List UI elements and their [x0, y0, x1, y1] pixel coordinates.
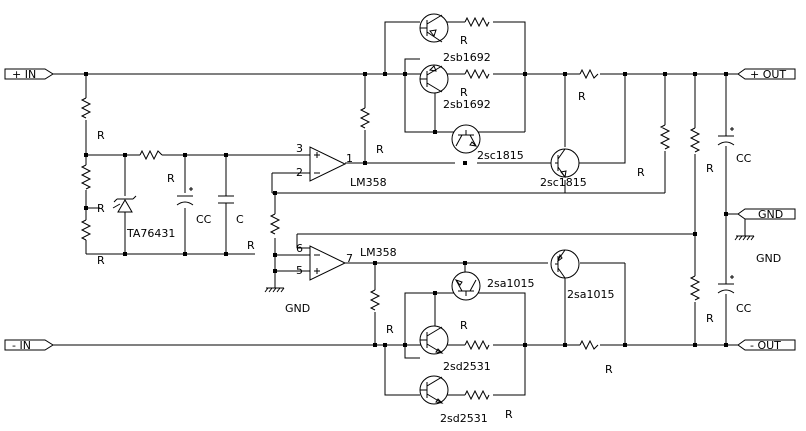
label-r-q2: R	[460, 86, 468, 99]
resistor-r-q4	[464, 389, 490, 401]
resistors	[80, 16, 701, 401]
label-r-q4: R	[505, 408, 513, 421]
label-r-fb2: R	[637, 166, 645, 179]
terminal-out-neg: - OUT	[737, 339, 796, 352]
label-cc-right-top: CC	[736, 152, 752, 165]
transistor-2sa1015-small	[451, 271, 481, 301]
capacitor-cc-left	[176, 187, 194, 206]
label-r1: R	[97, 129, 105, 142]
label-r3: R	[97, 254, 105, 267]
label-pin-3: 3	[296, 142, 303, 155]
label-2sd2531-bottom: 2sd2531	[440, 412, 488, 425]
terminal-out-neg-label: - OUT	[750, 339, 781, 352]
terminal-in-neg: - IN	[4, 339, 54, 352]
label-pin-6: 6	[296, 242, 303, 255]
label-r-out-pos: R	[578, 90, 586, 103]
resistor-r2	[80, 164, 92, 190]
transistor-2sb1692-top	[419, 13, 449, 43]
resistor-r3	[80, 219, 92, 241]
resistor-r-out-neg	[579, 339, 599, 351]
capacitor-cc-right-bottom	[717, 275, 735, 294]
resistor-r-fb1	[269, 213, 281, 235]
transistor-2sd2531-mid	[419, 325, 449, 355]
labels: R R R R R R R R R R R R R R R R CC C CC …	[97, 34, 781, 425]
label-r2: R	[97, 202, 105, 215]
resistor-r-q3	[464, 339, 490, 351]
resistor-r-low	[369, 289, 381, 311]
label-2sd2531-mid: 2sd2531	[443, 360, 491, 373]
opamp-lower	[309, 245, 347, 281]
terminal-in-pos-label: + IN	[12, 68, 36, 81]
label-pin-5: 5	[296, 264, 303, 277]
label-r-up: R	[376, 143, 384, 156]
label-c: C	[236, 213, 244, 226]
transistor-2sa1015-large	[550, 249, 580, 279]
label-r-fb1: R	[247, 239, 255, 252]
resistor-r-right-up	[689, 127, 701, 153]
junctions	[84, 72, 728, 347]
label-pin-2: 2	[296, 166, 303, 179]
ground-symbol-right	[734, 235, 755, 241]
terminal-gnd-label: GND	[758, 208, 783, 221]
resistor-r-up	[359, 107, 371, 129]
label-r-q3: R	[460, 319, 468, 332]
opamp-upper	[309, 146, 347, 182]
label-2sb1692-mid: 2sb1692	[443, 98, 491, 111]
terminal-out-pos-label: + OUT	[750, 68, 786, 81]
label-opamp-lower: LM358	[360, 246, 397, 259]
capacitor-cc-right-top	[717, 127, 735, 146]
resistor-r-fb2	[659, 124, 671, 150]
label-cc-right-bottom: CC	[736, 302, 752, 315]
terminal-in-neg-label: - IN	[12, 339, 31, 352]
terminal-in-pos: + IN	[4, 68, 54, 81]
transistor-2sc1815-large	[550, 148, 580, 179]
resistor-r-q1	[464, 16, 490, 28]
resistor-r-q2	[464, 68, 490, 80]
resistor-r-filter	[139, 149, 163, 161]
label-r-low: R	[386, 323, 394, 336]
label-2sc1815-small: 2sc1815	[477, 149, 524, 162]
ground-symbol-left	[264, 286, 285, 293]
capacitor-c	[218, 195, 234, 204]
transistor-2sb1692-mid	[419, 64, 449, 94]
label-pin-7: 7	[346, 252, 353, 265]
resistor-r1	[80, 97, 92, 119]
resistor-r-right-low	[689, 275, 701, 301]
label-gnd-right: GND	[756, 252, 781, 265]
label-2sb1692-top: 2sb1692	[443, 51, 491, 64]
reference-ta76431	[112, 195, 137, 213]
label-r-right-up: R	[706, 162, 714, 175]
wires	[52, 21, 746, 396]
label-r-out-neg: R	[605, 363, 613, 376]
label-r-q1: R	[460, 34, 468, 47]
label-r-filter: R	[167, 172, 175, 185]
label-cc-left: CC	[196, 213, 212, 226]
label-r-right-low: R	[706, 312, 714, 325]
transistor-2sd2531-bottom	[419, 375, 449, 405]
label-ta76431: TA76431	[126, 227, 175, 240]
label-2sa1015-large: 2sa1015	[567, 288, 614, 301]
label-pin-1: 1	[346, 152, 353, 165]
label-gnd-left: GND	[285, 302, 310, 315]
label-2sa1015-small: 2sa1015	[487, 277, 534, 290]
label-opamp-upper: LM358	[350, 176, 387, 189]
terminal-gnd: GND	[737, 208, 796, 221]
label-2sc1815-large: 2sc1815	[540, 176, 587, 189]
resistor-r-out-pos	[579, 68, 599, 80]
terminal-out-pos: + OUT	[737, 68, 796, 81]
transistor-2sc1815-small	[451, 124, 481, 154]
